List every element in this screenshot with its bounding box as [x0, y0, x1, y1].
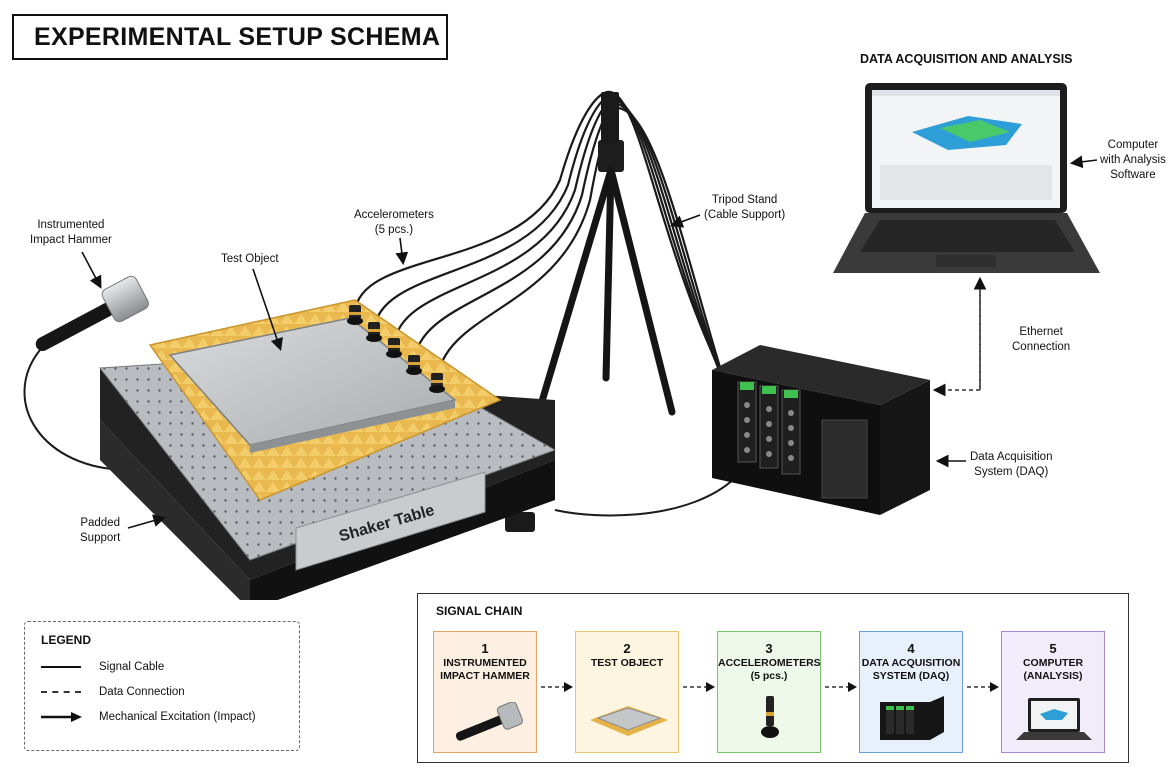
signal-chain-title: SIGNAL CHAIN: [436, 604, 523, 618]
stage-number: 2: [623, 641, 631, 656]
chain-arrow: [539, 680, 575, 692]
computer-icon: [1016, 698, 1092, 740]
label-accelerometers: Accelerometers (5 pcs.): [354, 209, 434, 236]
accelerometer-icon: [761, 696, 779, 738]
stage-impact-hammer: 1 INSTRUMENTED IMPACT HAMMER: [433, 631, 537, 753]
legend-item-data-connection: Data Connection: [41, 684, 185, 700]
stage-name: COMPUTER (ANALYSIS): [1022, 657, 1084, 682]
daq-section-title: DATA ACQUISITION AND ANALYSIS: [860, 52, 1073, 66]
stage-number: 3: [765, 641, 773, 656]
ethernet-link: [932, 285, 981, 397]
impact-hammer: [35, 275, 149, 351]
legend-label: Signal Cable: [99, 661, 165, 673]
label-hammer: Instrumented Impact Hammer: [30, 219, 112, 246]
legend: LEGEND Signal Cable Data Connection Mech…: [24, 621, 300, 751]
accelerometers: [347, 305, 445, 393]
stage-number: 4: [907, 641, 915, 656]
tripod-stand: [536, 92, 676, 416]
callout-arrows: [81, 155, 1098, 529]
stage-name: INSTRUMENTED IMPACT HAMMER: [440, 657, 530, 682]
setup-illustration: Shaker Table: [23, 83, 1100, 600]
daq-icon: [880, 696, 944, 740]
label-padded-support: Padded Support: [80, 517, 121, 544]
chain-arrow: [823, 680, 859, 692]
stage-name: ACCELEROMETERS (5 pcs.): [718, 657, 821, 682]
stage-computer: 5 COMPUTER (ANALYSIS): [1001, 631, 1105, 753]
hammer-icon: [455, 702, 524, 741]
legend-item-mechanical-excitation: Mechanical Excitation (Impact): [41, 709, 256, 725]
label-ethernet: Ethernet Connection: [1012, 326, 1071, 353]
label-daq: Data Acquisition System (DAQ): [970, 451, 1053, 478]
stage-number: 5: [1049, 641, 1057, 656]
stage-name: TEST OBJECT: [590, 657, 664, 669]
signal-chain: SIGNAL CHAIN 1 INSTRUMENTED IMPACT HAMME…: [417, 593, 1129, 763]
legend-label: Mechanical Excitation (Impact): [99, 711, 256, 723]
legend-title: LEGEND: [41, 633, 92, 647]
hammer-cable: [23, 349, 131, 471]
dashed-line-icon: [41, 687, 83, 697]
shaker-cable: [554, 477, 736, 517]
legend-item-signal-cable: Signal Cable: [41, 659, 164, 675]
stage-number: 1: [481, 641, 489, 656]
chain-arrow: [965, 680, 1001, 692]
label-test-object: Test Object: [221, 253, 279, 265]
stage-test-object: 2 TEST OBJECT: [575, 631, 679, 753]
solid-line-icon: [41, 662, 83, 672]
laptop: [833, 83, 1100, 273]
legend-label: Data Connection: [99, 686, 185, 698]
test-object-icon: [590, 706, 668, 736]
arrow-icon: [41, 712, 83, 722]
label-computer: Computer with Analysis Software: [1100, 139, 1166, 181]
stage-daq: 4 DATA ACQUISITION SYSTEM (DAQ): [859, 631, 963, 753]
label-tripod: Tripod Stand (Cable Support): [704, 194, 786, 221]
stage-name: DATA ACQUISITION SYSTEM (DAQ): [861, 657, 961, 682]
daq-unit: [712, 345, 930, 515]
stage-accelerometers: 3 ACCELEROMETERS (5 pcs.): [717, 631, 821, 753]
page-title: EXPERIMENTAL SETUP SCHEMA: [12, 14, 448, 60]
chain-arrow: [681, 680, 717, 692]
